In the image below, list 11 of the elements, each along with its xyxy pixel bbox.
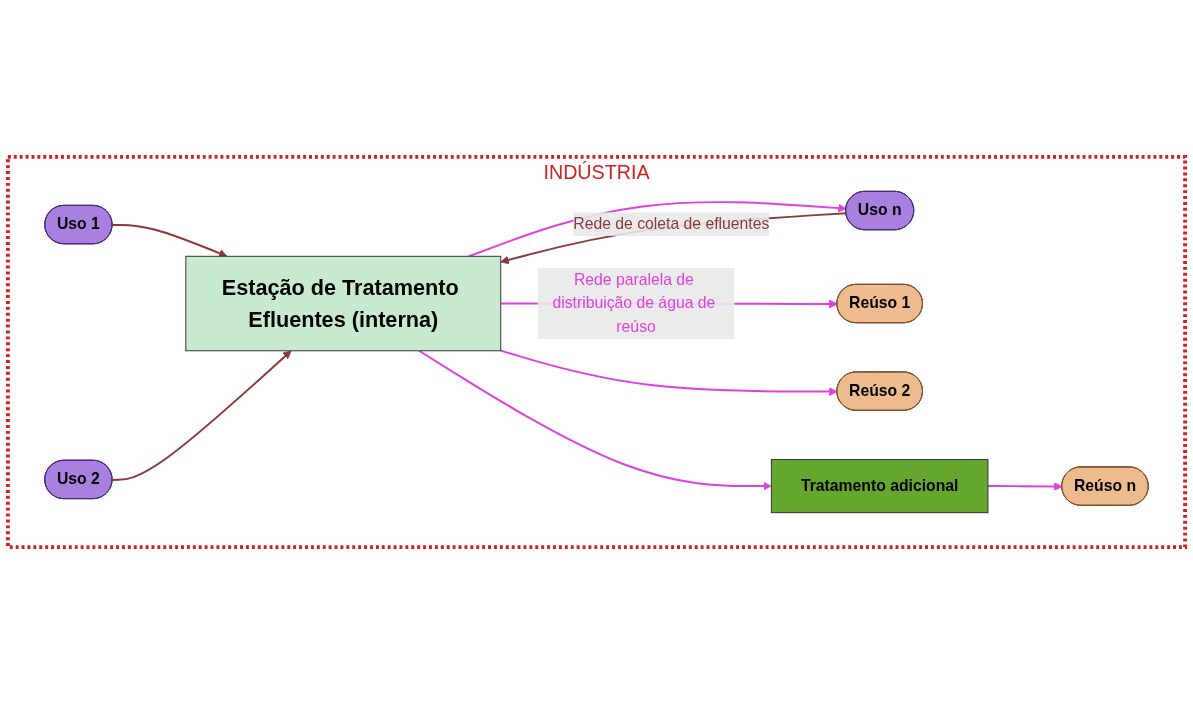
node-box: Tratamento adicional xyxy=(770,459,989,514)
node-box: Estação de Tratamento Efluentes (interna) xyxy=(185,255,502,352)
arrow xyxy=(500,212,848,265)
arrow xyxy=(111,350,292,481)
arrow xyxy=(986,482,1063,491)
arrow xyxy=(499,349,838,396)
arrow xyxy=(111,223,228,258)
edge-label: Rede de coleta de efluentes xyxy=(573,215,770,232)
arrow xyxy=(418,349,772,491)
arrow xyxy=(468,201,847,258)
edge-label: Rede paralela de distribuição de água de reúso xyxy=(552,271,716,336)
